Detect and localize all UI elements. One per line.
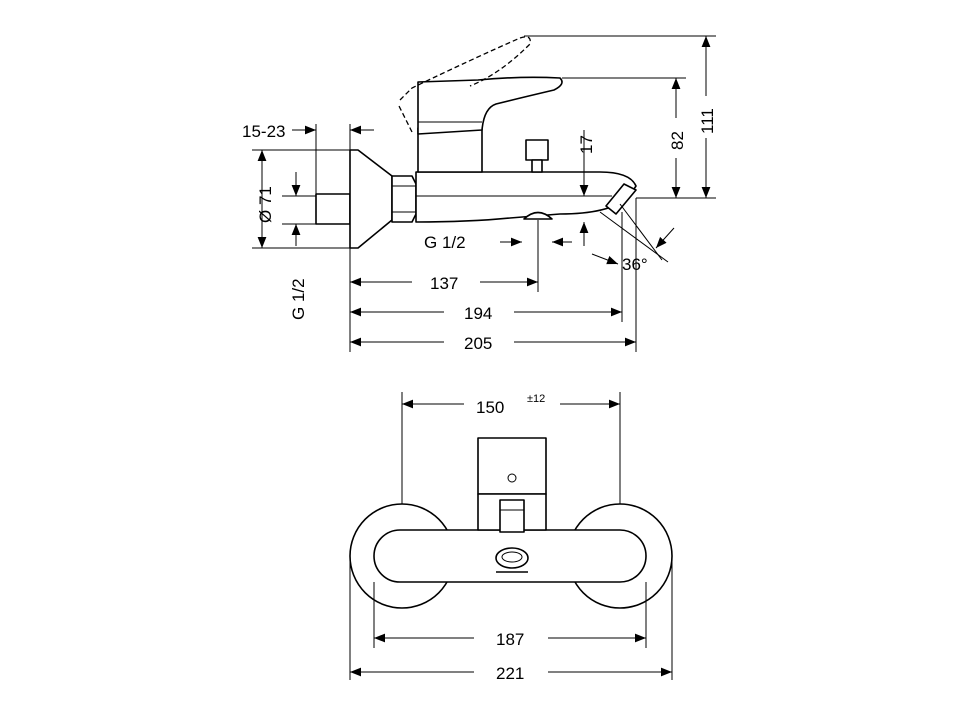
side-view: 15-23 Ø 71 G 1/2 G 1/2 137 194 205 36° 1…	[242, 35, 717, 353]
dim-total-width: 221	[496, 664, 524, 683]
dim-handle-height: 82	[668, 131, 687, 150]
diverter-knob	[525, 139, 549, 161]
dim-to-outlet: 137	[430, 274, 458, 293]
dim-spout-height: 17	[577, 135, 596, 154]
bath-outlet	[523, 211, 553, 220]
handle-front	[477, 437, 547, 495]
inlet-thread	[315, 193, 351, 225]
lever-open-position	[397, 36, 531, 133]
dim-rosette-diameter: Ø 71	[256, 186, 275, 223]
dim-inner-width: 187	[496, 630, 524, 649]
dim-thread-inlet: G 1/2	[289, 278, 308, 320]
dim-spout-angle: 36°	[622, 255, 648, 274]
handle-column	[417, 127, 483, 173]
spout-aerator	[605, 183, 637, 215]
lever-handle	[417, 76, 563, 135]
dim-total-depth: 205	[464, 334, 492, 353]
outlet-front	[495, 547, 529, 569]
dim-thread-outlet: G 1/2	[424, 233, 466, 252]
wall-rosette	[349, 149, 393, 249]
dim-centre-tolerance: ±12	[527, 393, 545, 405]
dim-centre-distance: 150	[476, 398, 504, 417]
front-view: 150 ±12 187 221	[349, 392, 673, 683]
dim-total-height: 111	[698, 108, 717, 134]
connection-nut	[391, 175, 417, 223]
diverter-front	[499, 499, 525, 533]
dim-wall-depth: 15-23	[242, 122, 285, 141]
dim-to-spout-tip: 194	[464, 304, 492, 323]
mixer-body	[415, 171, 637, 223]
